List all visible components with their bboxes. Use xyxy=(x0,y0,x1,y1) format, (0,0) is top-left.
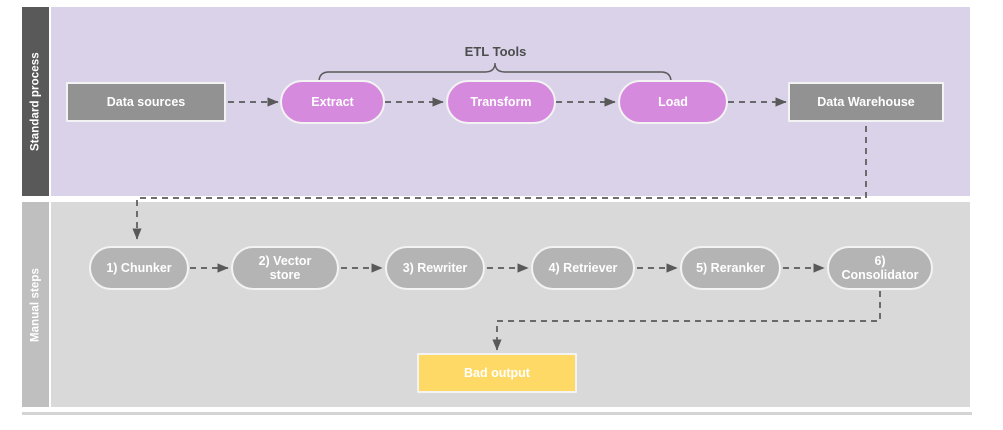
node-bad-output[interactable]: Bad output xyxy=(417,353,577,393)
node-retriever[interactable]: 4) Retriever xyxy=(531,246,635,290)
node-vector-store[interactable]: 2) Vector store xyxy=(231,246,339,290)
lane-label-manual-steps: Manual steps xyxy=(22,202,49,407)
node-consolidator[interactable]: 6) Consolidator xyxy=(827,246,933,290)
lane-label-standard-process: Standard process xyxy=(22,7,49,196)
node-data-sources[interactable]: Data sources xyxy=(66,82,226,122)
node-data-warehouse[interactable]: Data Warehouse xyxy=(788,82,944,122)
node-reranker[interactable]: 5) Reranker xyxy=(680,246,781,290)
node-chunker[interactable]: 1) Chunker xyxy=(89,246,189,290)
bottom-divider xyxy=(22,412,972,415)
node-load[interactable]: Load xyxy=(618,80,728,124)
node-transform[interactable]: Transform xyxy=(446,80,556,124)
etl-tools-label: ETL Tools xyxy=(464,44,527,59)
node-extract[interactable]: Extract xyxy=(280,80,385,124)
node-rewriter[interactable]: 3) Rewriter xyxy=(385,246,485,290)
